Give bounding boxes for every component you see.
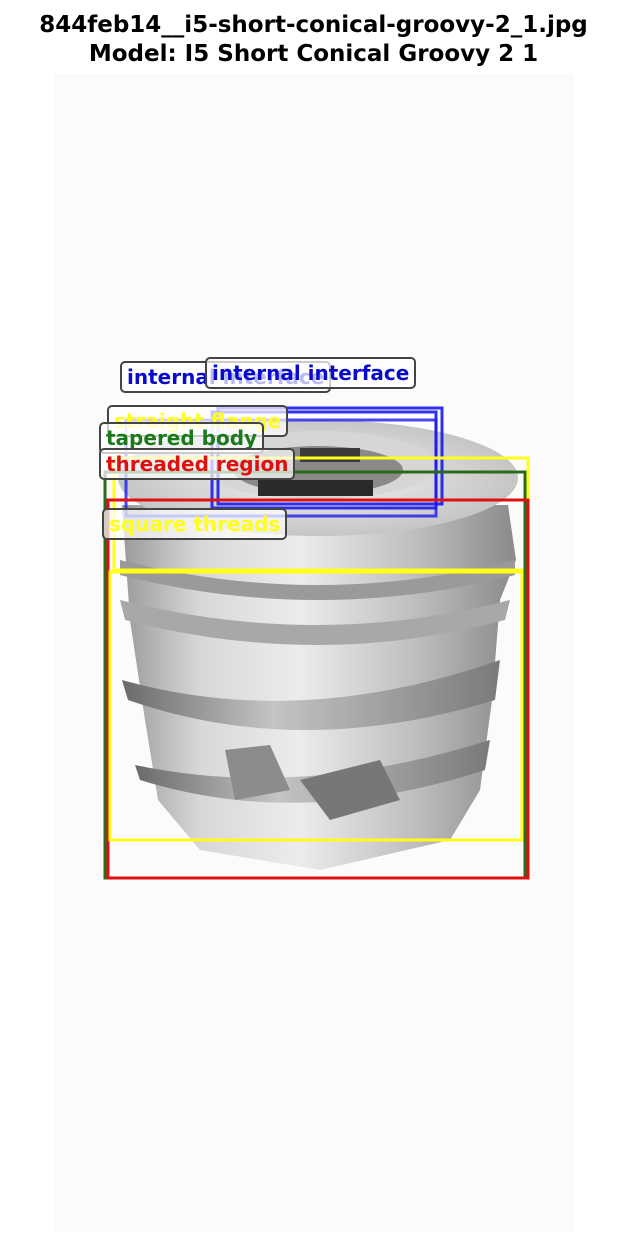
internal-interface-label-b: internal interface: [205, 357, 417, 389]
threaded-region-box: [106, 498, 530, 880]
threaded-region-label: threaded region: [99, 448, 296, 480]
model-title: Model: I5 Short Conical Groovy 2 1: [88, 41, 539, 67]
implant-body: [118, 420, 518, 870]
image-filename-title: 844feb14__i5-short-conical-groovy-2_1.jp…: [39, 12, 588, 38]
square-threads-box: [108, 570, 524, 842]
square-threads-label: square threads: [102, 508, 288, 540]
